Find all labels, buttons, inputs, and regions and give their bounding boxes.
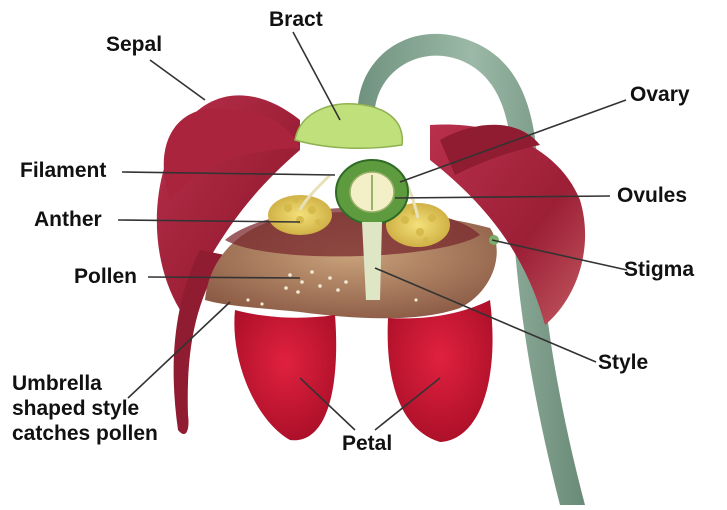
label-ovules: Ovules	[617, 184, 687, 209]
label-ovary: Ovary	[630, 83, 690, 108]
label-pollen: Pollen	[74, 265, 137, 290]
anther-left	[268, 195, 332, 235]
label-sepal: Sepal	[106, 33, 162, 58]
label-anther: Anther	[34, 208, 102, 233]
petal-right	[388, 300, 493, 442]
petal-left	[234, 310, 336, 440]
label-filament: Filament	[20, 159, 106, 184]
label-stigma: Stigma	[624, 258, 694, 283]
label-bract: Bract	[269, 8, 323, 33]
label-style: Style	[598, 351, 648, 376]
label-petal: Petal	[342, 432, 392, 457]
bract	[295, 104, 402, 149]
label-umbrella-style: Umbrella shaped style catches pollen	[12, 372, 158, 446]
